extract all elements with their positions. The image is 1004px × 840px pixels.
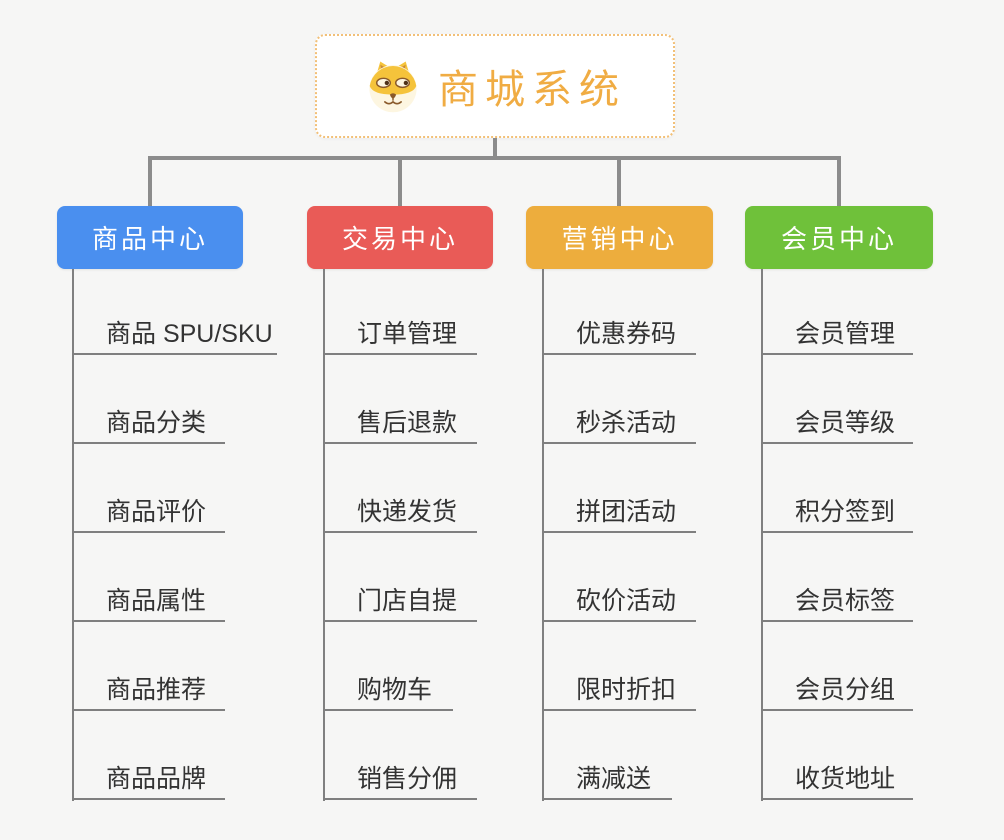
branch-label: 营销中心 [561,224,678,254]
branch-drop-line [323,269,325,801]
root-topic[interactable]: 商城系统 [315,34,675,138]
subtopic[interactable]: 会员分组 [761,670,913,711]
subtopic[interactable]: 满减送 [542,759,672,800]
subtopic[interactable]: 商品属性 [72,581,225,622]
subtopic[interactable]: 积分签到 [761,492,913,533]
connector-branch-stub [398,158,402,206]
branch-member-center[interactable]: 会员中心 [745,206,933,269]
root-topic-title: 商城系统 [438,68,626,112]
subtopic[interactable]: 会员管理 [761,314,913,355]
connector-branch-stub [837,158,841,206]
subtopic[interactable]: 砍价活动 [542,581,696,622]
branch-drop-line [72,269,74,801]
branch-drop-line [542,269,544,801]
branch-label: 交易中心 [341,224,458,254]
branch-drop-line [761,269,763,801]
subtopic[interactable]: 门店自提 [323,581,477,622]
branch-trade-center[interactable]: 交易中心 [307,206,493,269]
subtopic[interactable]: 商品 SPU/SKU [72,314,277,355]
connector-branch-stub [617,158,621,206]
subtopic[interactable]: 优惠券码 [542,314,696,355]
subtopic[interactable]: 会员标签 [761,581,913,622]
branch-marketing-center[interactable]: 营销中心 [526,206,713,269]
subtopic[interactable]: 售后退款 [323,403,477,444]
subtopic[interactable]: 订单管理 [323,314,477,355]
subtopic[interactable]: 商品推荐 [72,670,225,711]
subtopic[interactable]: 收货地址 [761,759,913,800]
subtopic[interactable]: 商品分类 [72,403,225,444]
subtopic[interactable]: 拼团活动 [542,492,696,533]
connector-root-stub [493,138,497,160]
branch-label: 商品中心 [91,224,208,254]
subtopic[interactable]: 购物车 [323,670,453,711]
branch-label: 会员中心 [780,224,897,254]
subtopic[interactable]: 限时折扣 [542,670,696,711]
connector-horizontal-rail [148,156,841,160]
branch-product-center[interactable]: 商品中心 [57,206,243,269]
subtopic[interactable]: 销售分佣 [323,759,477,800]
doge-face-icon [364,57,422,115]
subtopic[interactable]: 商品评价 [72,492,225,533]
connector-branch-stub [148,158,152,206]
subtopic[interactable]: 会员等级 [761,403,913,444]
subtopic[interactable]: 快递发货 [323,492,477,533]
subtopic[interactable]: 秒杀活动 [542,403,696,444]
subtopic[interactable]: 商品品牌 [72,759,225,800]
